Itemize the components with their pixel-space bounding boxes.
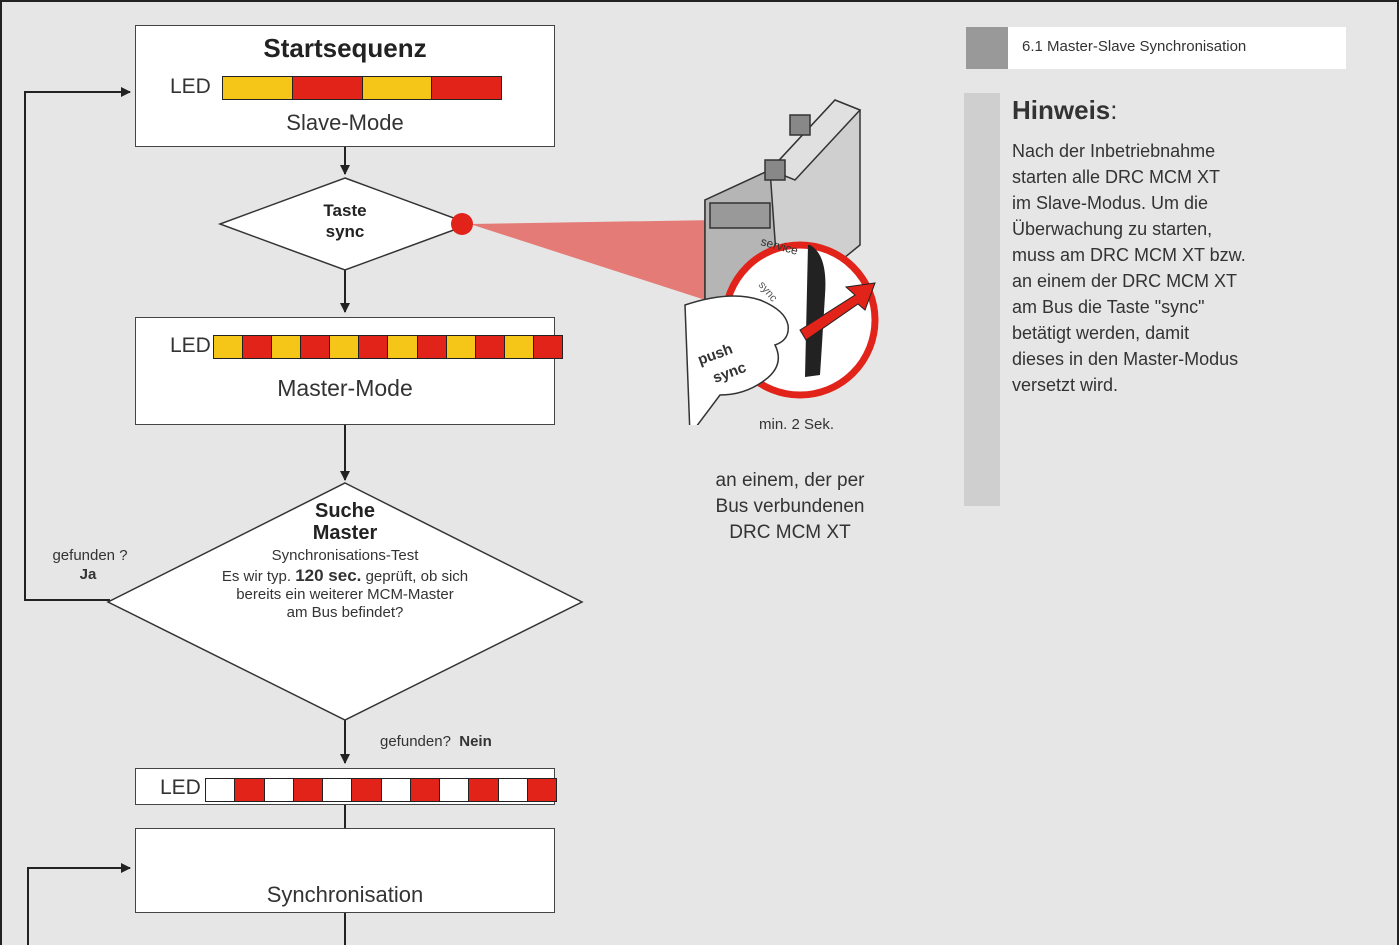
sync-led-indicator <box>205 778 557 802</box>
note-body: Nach der Inbetriebnahme starten alle DRC… <box>1012 138 1246 398</box>
led-segment <box>272 336 302 358</box>
note-line: am Bus die Taste "sync" <box>1012 297 1205 317</box>
led-segment <box>498 779 528 801</box>
decision1-line1: Taste <box>323 201 367 220</box>
led-segment <box>223 77 293 99</box>
hand-card <box>684 295 789 425</box>
decision2-line3: bereits ein weiterer MCM-Master <box>236 586 454 603</box>
note-line: Nach der Inbetriebnahme <box>1012 141 1216 161</box>
master-led-label: LED <box>170 334 211 357</box>
led-segment <box>264 779 294 801</box>
decision-diamond-suche-master <box>106 482 584 721</box>
start-led-label: LED <box>170 75 211 98</box>
led-segment <box>475 336 505 358</box>
decision1-line2: sync <box>325 222 365 241</box>
led-segment <box>301 336 331 358</box>
led-segment <box>388 336 418 358</box>
led-segment <box>362 77 433 99</box>
note-line: Überwachung zu starten, <box>1012 219 1213 239</box>
hold-time-label: min. 2 Sek. <box>759 416 835 433</box>
led-segment <box>292 77 363 99</box>
decision2-duration: 120 sec. <box>295 566 362 585</box>
note-line: muss am DRC MCM XT bzw. <box>1012 245 1246 265</box>
led-segment <box>504 336 534 358</box>
note-line: starten alle DRC MCM XT <box>1012 167 1221 187</box>
decision2-line2-post: geprüft, ob sich <box>361 568 469 585</box>
led-segment <box>243 336 273 358</box>
start-led-indicator <box>222 76 502 100</box>
decision2-title1: Suche <box>314 500 376 522</box>
led-segment <box>417 336 447 358</box>
led-segment <box>440 779 470 801</box>
led-segment <box>359 336 389 358</box>
note-title: Hinweis: <box>1012 95 1117 126</box>
section-header: 6.1 Master-Slave Synchronisation <box>966 27 1346 69</box>
led-segment <box>432 77 501 99</box>
led-segment <box>381 779 411 801</box>
sync-led-label: LED <box>160 776 201 799</box>
led-segment <box>469 779 499 801</box>
note-title-suffix: : <box>1110 95 1118 125</box>
start-sequence-title: Startsequenz <box>263 33 427 63</box>
led-segment <box>293 779 323 801</box>
decision2-title2: Master <box>312 522 378 544</box>
decision2-line1: Synchronisations-Test <box>271 547 419 564</box>
note-bar <box>964 93 1000 506</box>
note-line: betätigt werden, damit <box>1012 323 1190 343</box>
decision2-line4: am Bus befindet? <box>286 604 404 621</box>
led-segment <box>446 336 476 358</box>
section-header-marker <box>966 27 1008 69</box>
found-yes-answer: Ja <box>79 566 97 583</box>
led-segment <box>352 779 382 801</box>
section-header-title: 6.1 Master-Slave Synchronisation <box>1022 38 1247 55</box>
master-mode-label: Master-Mode <box>277 375 413 401</box>
note-title-text: Hinweis <box>1012 95 1111 125</box>
led-segment <box>206 779 236 801</box>
note-line: im Slave-Modus. Um die <box>1012 193 1209 213</box>
led-segment <box>330 336 360 358</box>
found-no-answer: Nein <box>459 733 492 750</box>
slave-mode-label: Slave-Mode <box>286 110 404 135</box>
decision-diamond-taste-sync <box>217 177 473 271</box>
device-caption-line2: Bus verbundenen <box>715 496 865 517</box>
led-segment <box>533 336 562 358</box>
sync-button <box>805 245 826 377</box>
device-caption-line3: DRC MCM XT <box>729 522 851 543</box>
led-segment <box>410 779 440 801</box>
device-caption-line1: an einem, der per <box>715 470 865 491</box>
device-illustration: service sync push sync <box>684 99 879 425</box>
decision2-line2-pre: Es wir typ. <box>221 568 296 585</box>
synchronisation-label: Synchronisation <box>266 882 424 907</box>
led-segment <box>323 779 353 801</box>
led-segment <box>527 779 556 801</box>
note-line: dieses in den Master-Modus <box>1012 349 1239 369</box>
master-led-indicator <box>213 335 563 359</box>
note-line: versetzt wird. <box>1012 375 1119 395</box>
found-no-question-text: gefunden? <box>380 733 451 750</box>
pointer-dot-icon <box>451 213 473 235</box>
note-line: an einem der DRC MCM XT <box>1012 271 1238 291</box>
led-segment <box>235 779 265 801</box>
led-segment <box>214 336 244 358</box>
synchronisation-box <box>135 828 555 913</box>
push-arrow-icon <box>799 282 876 341</box>
found-no-question: gefunden? Nein <box>380 733 492 750</box>
decision2-line2: Es wir typ. 120 sec. geprüft, ob sich <box>222 566 468 586</box>
found-yes-question: gefunden ? <box>52 547 128 564</box>
